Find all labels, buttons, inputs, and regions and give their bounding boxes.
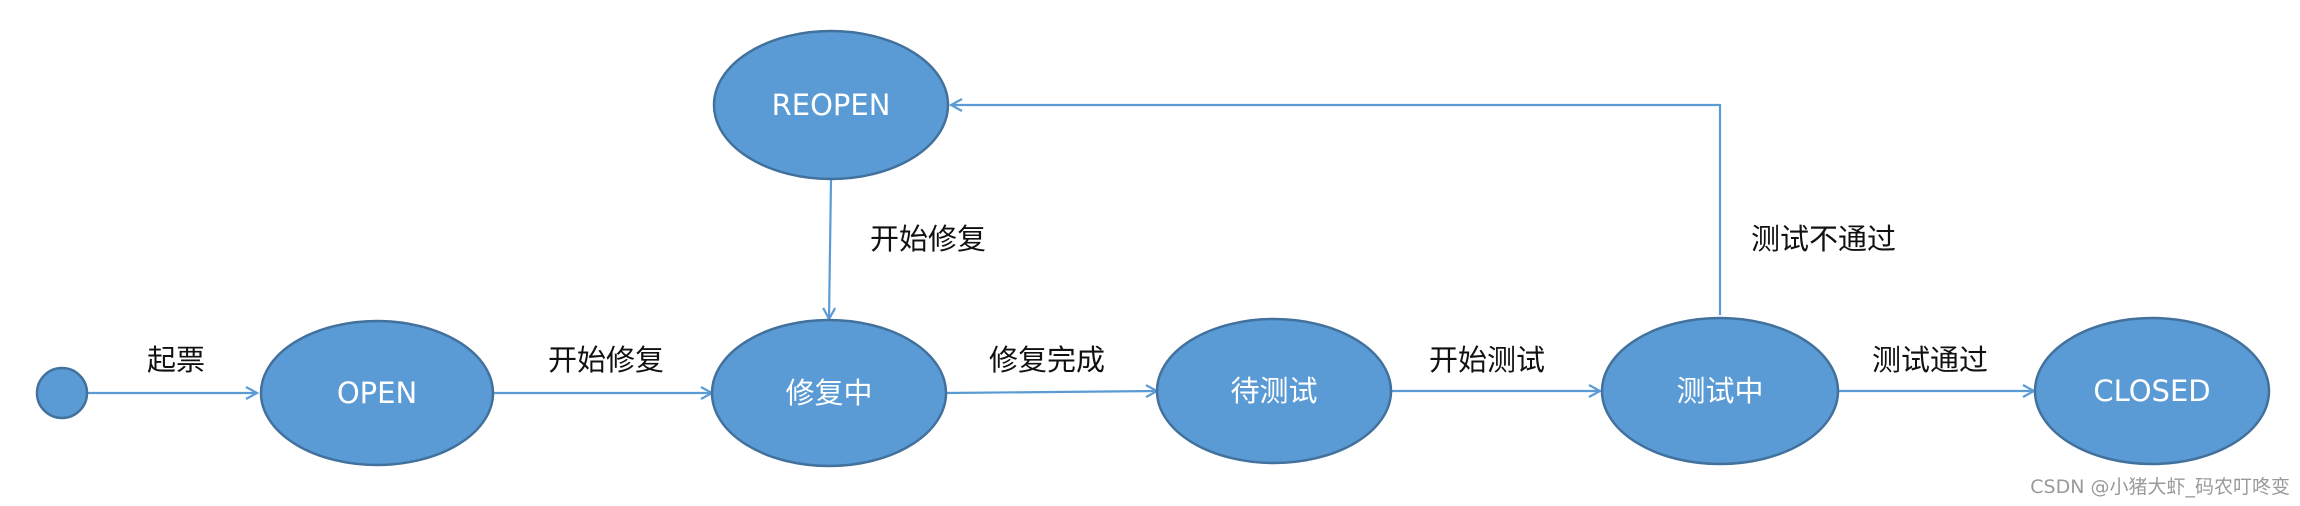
node-closed-label: CLOSED [2093,374,2210,408]
edge-label-start-testing: 开始测试 [1429,343,1545,377]
node-open-label: OPEN [337,376,417,410]
edge-labels: 起票 开始修复 开始修复 修复完成 开始测试 测试不通过 测试通过 [147,222,1988,377]
edge-label-create-ticket: 起票 [147,343,205,377]
node-open[interactable]: OPEN [259,319,495,467]
node-closed[interactable]: CLOSED [2033,316,2271,466]
node-testing-label: 测试中 [1676,374,1763,408]
edge-label-test-passed: 测试通过 [1872,343,1988,377]
node-reopen-label: REOPEN [772,88,891,122]
watermark: CSDN @小猪大虾_码农叮咚变 [2030,476,2290,498]
node-closed-shape [2033,316,2271,466]
node-testing[interactable]: 测试中 [1600,316,1840,466]
node-open-shape [259,319,495,467]
edge-label-open-to-fixing: 开始修复 [548,343,664,377]
node-fixing-label: 修复中 [785,376,872,410]
node-fixing-shape [710,318,948,468]
edges [88,105,2034,393]
node-pending-test-label: 待测试 [1230,374,1317,408]
node-pending-test[interactable]: 待测试 [1155,317,1393,465]
edge-reopen-to-fixing [829,179,831,319]
start-node[interactable] [35,366,89,420]
node-fixing[interactable]: 修复中 [710,318,948,468]
edge-label-fix-done: 修复完成 [989,343,1105,377]
nodes: OPEN REOPEN 修复中 待测试 测试中 CLOSED [35,29,2271,468]
node-reopen[interactable]: REOPEN [712,29,950,181]
edge-label-test-failed: 测试不通过 [1751,222,1896,256]
node-reopen-shape [712,29,950,181]
edge-label-reopen-to-fixing: 开始修复 [870,222,986,256]
node-testing-shape [1600,316,1840,466]
node-pending-test-shape [1155,317,1393,465]
edge-test-failed [951,105,1722,315]
edge-fix-done [946,391,1157,393]
